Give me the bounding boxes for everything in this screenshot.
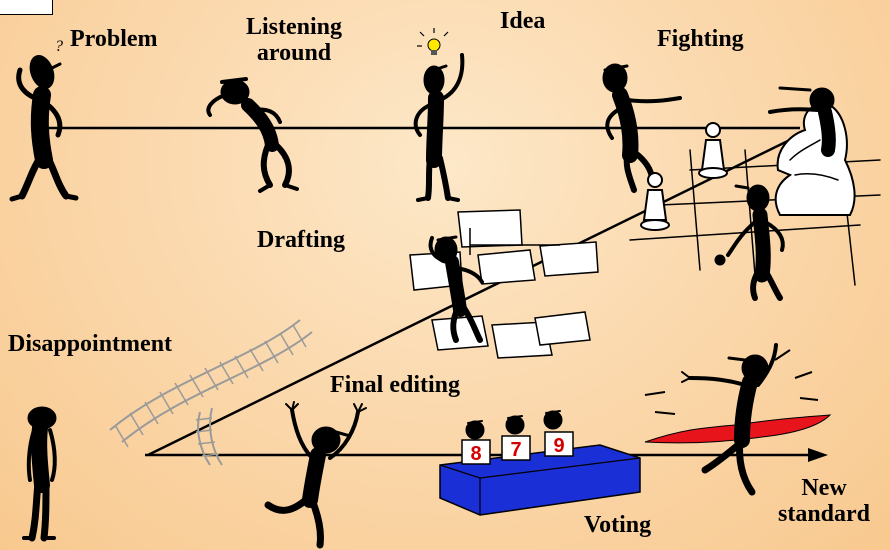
listening-figure — [206, 77, 299, 193]
opponent-figure — [768, 86, 836, 157]
label-problem: Problem — [70, 26, 158, 52]
dancing-figure — [264, 401, 367, 549]
score-card-3: 9 — [553, 435, 564, 457]
problem-figure — [9, 55, 79, 202]
question-mark: ? — [55, 38, 63, 55]
score-card-2: 7 — [510, 439, 521, 461]
pawn-icon — [640, 172, 670, 231]
corner-box — [0, 0, 53, 15]
railway-track-icon — [109, 319, 313, 466]
pawn-icon — [698, 122, 728, 179]
lightbulb-icon — [417, 28, 449, 55]
label-final-editing: Final editing — [330, 372, 461, 398]
runner-figure — [681, 343, 778, 496]
idea-figure — [413, 53, 465, 202]
label-new-standard: New standard — [778, 475, 871, 527]
label-disappointment: Disappointment — [8, 331, 173, 357]
label-idea: Idea — [500, 8, 546, 34]
chess-player-figure — [714, 184, 785, 301]
speed-lines — [644, 349, 819, 415]
drafting-figure — [428, 235, 484, 343]
arrow-head-icon — [808, 448, 828, 462]
diagonal-timeline — [147, 133, 801, 457]
label-drafting: Drafting — [257, 227, 345, 253]
disappointment-figure — [22, 406, 57, 542]
label-voting: Voting — [584, 512, 652, 538]
score-cards — [461, 431, 574, 465]
label-listening-around: Listening around — [246, 14, 343, 66]
judge-figures — [465, 410, 563, 440]
score-card-1: 8 — [470, 443, 481, 465]
drafting-papers — [409, 209, 599, 359]
fighting-figure — [602, 63, 682, 193]
label-fighting: Fighting — [657, 26, 744, 52]
